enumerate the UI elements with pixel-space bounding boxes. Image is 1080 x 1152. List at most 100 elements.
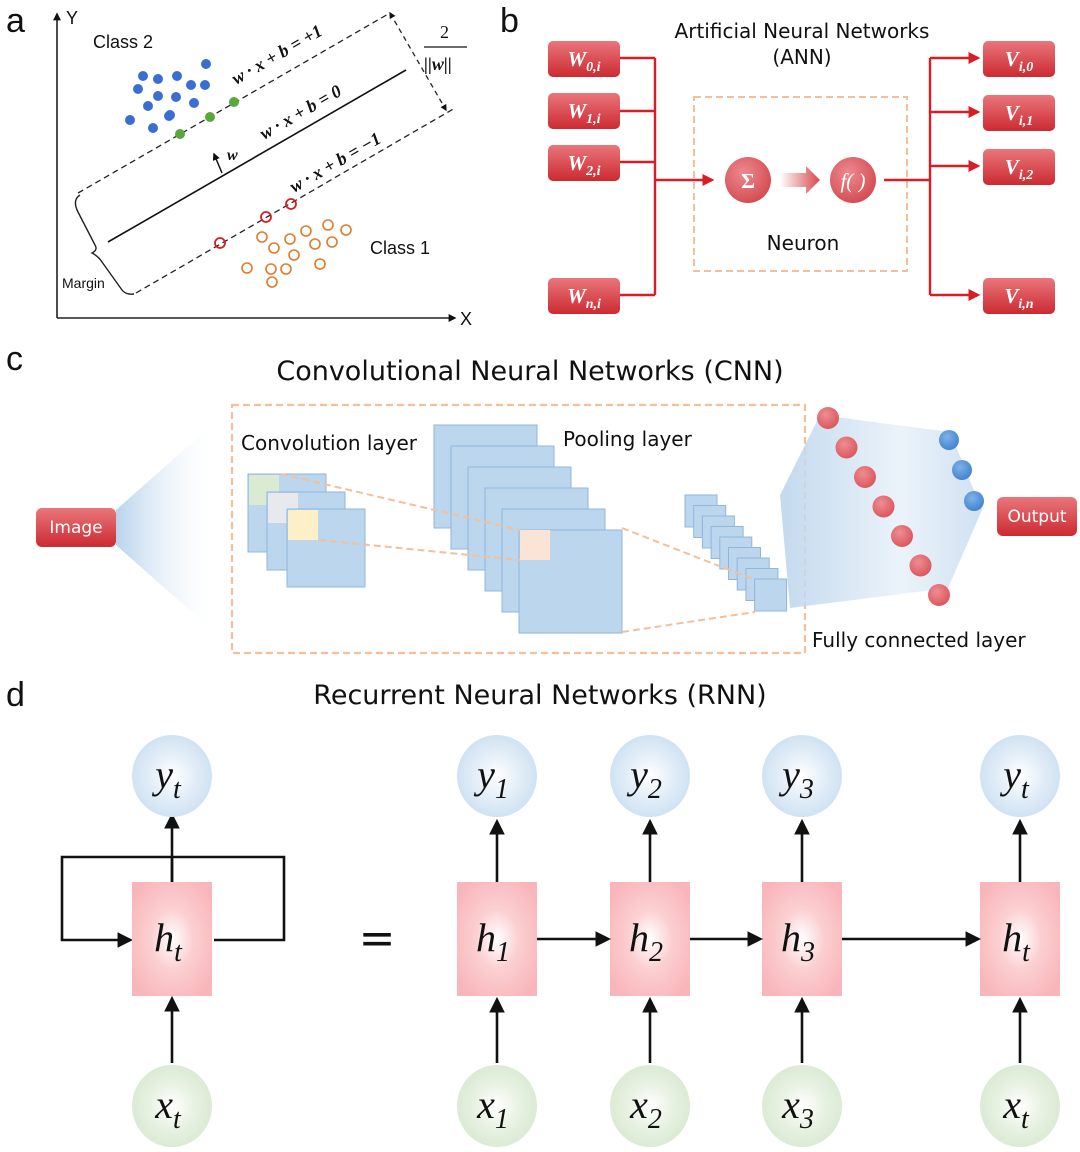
rnn-folded <box>60 812 286 1063</box>
ann-output-weights: Vi,0Vi,1Vi,2Vi,n <box>983 41 1055 314</box>
fc-hidden-node <box>891 525 913 547</box>
class1-point <box>265 263 277 275</box>
class2-point <box>133 84 143 94</box>
output-weight-symbol: Vi,n <box>1004 284 1033 312</box>
class1-point <box>256 231 268 243</box>
y-axis-label: Y <box>66 8 78 28</box>
panel-letter-a: a <box>6 2 25 40</box>
input-node <box>457 1065 537 1147</box>
fc-hidden-node <box>872 495 895 518</box>
activation-function: f( ) <box>840 169 865 193</box>
rnn-folded-column: yt ht xt <box>132 735 212 1147</box>
input-weight-box-0: W0,i <box>548 41 620 77</box>
recurrent-loop-right <box>172 855 286 942</box>
hidden-state-label: ht <box>1002 915 1031 968</box>
class2-point <box>143 101 153 111</box>
class1-point <box>326 236 338 248</box>
input-node-label: x2 <box>629 1082 662 1135</box>
hidden-state-node <box>610 882 690 996</box>
output-node <box>980 735 1060 817</box>
fc-hidden-node <box>928 584 950 606</box>
panel-letter-d: d <box>6 676 25 714</box>
cnn-title: Convolutional Neural Networks (CNN) <box>276 356 783 387</box>
ann-input-weights: W0,iW1,iW2,iWn,i <box>548 41 620 314</box>
fc-hidden-node <box>854 466 876 488</box>
class1-point <box>288 249 300 261</box>
class1-point <box>284 233 296 245</box>
output-weight-box-0: Vi,0 <box>983 41 1055 77</box>
class1-point <box>300 225 312 237</box>
svm-points <box>125 59 352 288</box>
x-axis-label: X <box>460 309 472 329</box>
fc-hidden-node <box>909 554 932 577</box>
output-node-label: yt <box>999 752 1030 805</box>
hidden-state-label: h2 <box>629 915 663 968</box>
margin-fraction-denominator: ||w|| <box>424 54 452 74</box>
w-vector-arrow <box>212 152 223 174</box>
class1-point <box>322 219 334 231</box>
class2-support-vector <box>229 97 239 107</box>
sum-to-activation-arrow <box>780 166 820 194</box>
w-vector-label: w <box>227 147 238 164</box>
sum-node <box>725 157 771 203</box>
image-input-label: Image <box>49 518 102 538</box>
input-weight-symbol: W0,i <box>567 47 600 75</box>
equation-plus-one: w · x + b = +1 <box>228 21 326 89</box>
output-node-label: y1 <box>473 752 509 805</box>
rnn-step-4: yt ht xt <box>980 735 1060 1147</box>
input-node-label: x3 <box>781 1082 814 1135</box>
input-node-label: xt <box>154 1082 182 1135</box>
rnn-step-2: y2 h2 x2 <box>610 735 690 1147</box>
class2-point <box>201 59 211 69</box>
convolution-layer-label: Convolution layer <box>241 431 418 455</box>
panel-letter-b: b <box>500 2 519 40</box>
hidden-state-node <box>132 882 212 996</box>
pooling-window <box>520 530 550 560</box>
output-weight-symbol: Vi,2 <box>1005 155 1033 183</box>
margin-width-arrow <box>389 11 447 112</box>
class2-label: Class 2 <box>93 32 153 52</box>
flattened-feature-maps <box>684 494 788 612</box>
input-node <box>132 1065 212 1147</box>
output-node-label: y2 <box>626 752 662 805</box>
class2-point <box>200 80 210 90</box>
hidden-state-node <box>457 882 537 996</box>
class1-support-vector <box>214 237 226 249</box>
class1-point <box>280 263 292 275</box>
image-input-button[interactable]: Image <box>36 508 116 547</box>
class2-point <box>125 115 135 125</box>
neuron-box <box>693 96 908 272</box>
input-node <box>610 1065 690 1147</box>
margin-label: Margin <box>62 275 105 291</box>
output-node-label: yt <box>151 752 182 805</box>
output-node <box>457 735 537 817</box>
panel-d-rnn: d Recurrent Neural Networks (RNN) = ytht… <box>6 676 1060 1147</box>
equation-minus-one: w · x + b = −1 <box>286 128 384 196</box>
sum-symbol: Σ <box>741 169 755 193</box>
class2-point <box>148 123 158 133</box>
class2-point <box>172 71 182 81</box>
class2-support-vector <box>175 129 185 139</box>
input-weight-box-2: W2,i <box>548 145 620 181</box>
class2-point <box>164 111 174 121</box>
equals-sign: = <box>359 913 396 964</box>
output-weight-symbol: Vi,0 <box>1005 47 1033 75</box>
output-node <box>132 735 212 817</box>
class1-point <box>314 258 326 270</box>
output-connections <box>884 52 981 301</box>
input-node-label: xt <box>1002 1082 1030 1135</box>
hidden-state-node <box>980 882 1060 996</box>
fully-connected-nodes <box>817 407 984 606</box>
class2-point <box>186 80 196 90</box>
panel-c-cnn: c Convolutional Neural Networks (CNN) Co… <box>6 340 1077 655</box>
hidden-state-label: h3 <box>781 915 815 968</box>
class1-support-vector <box>285 198 297 210</box>
hidden-state-label: ht <box>154 915 183 968</box>
output-button[interactable]: Output <box>997 497 1077 536</box>
input-node <box>980 1065 1060 1147</box>
output-node <box>762 735 842 817</box>
flattened-map <box>754 578 788 612</box>
